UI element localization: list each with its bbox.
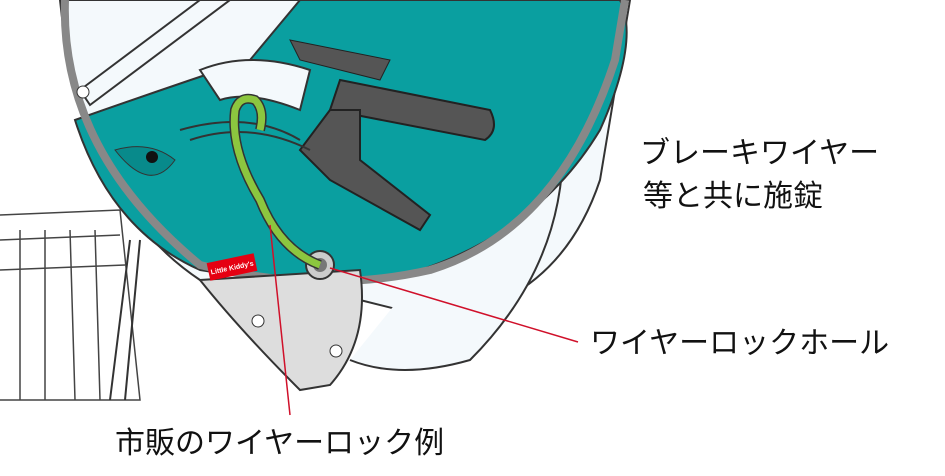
little-kiddys-logo: Little Kiddy's	[206, 253, 258, 281]
wire-lock-hole-label: ワイヤーロックホール	[590, 326, 890, 361]
brake-cables	[109, 121, 311, 401]
brake-wire-label-line1: ブレーキワイヤー	[640, 136, 880, 171]
callout-lines	[269, 224, 579, 416]
front-basket	[0, 209, 141, 401]
handlebar	[198, 39, 495, 232]
commercial-wire-lock-label: 市販のワイヤーロック例	[115, 426, 445, 461]
brake-wire-label-line2: 等と共に施錠	[643, 179, 823, 214]
